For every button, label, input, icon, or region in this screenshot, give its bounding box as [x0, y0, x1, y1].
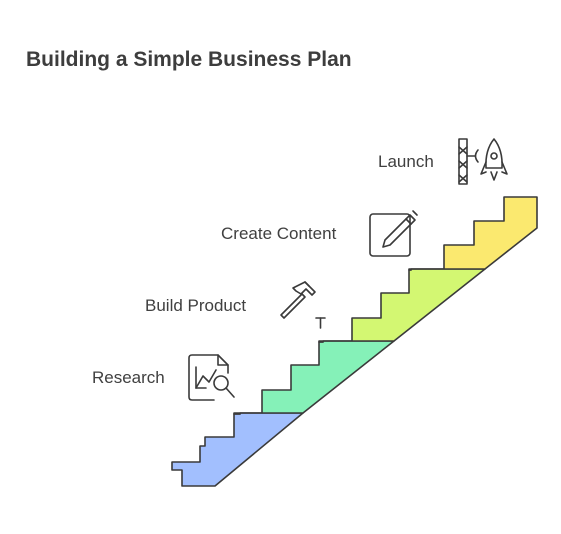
pencil-edit-icon — [369, 210, 418, 257]
hammer-nail-icon — [280, 281, 326, 329]
step-label-research: Research — [92, 368, 165, 387]
step-label-launch: Launch — [378, 152, 434, 171]
diagram-title: Building a Simple Business Plan — [26, 48, 352, 71]
stair-segment-launch — [408, 196, 538, 271]
step-label-build-product: Build Product — [145, 296, 247, 315]
stair-segment-create-content — [318, 268, 486, 343]
rocket-launch-icon — [458, 138, 508, 185]
stair-segment-build-product — [233, 340, 395, 415]
stair-segment-research — [171, 412, 304, 487]
research-chart-magnifier-icon — [188, 354, 235, 401]
step-label-create-content: Create Content — [221, 224, 337, 243]
